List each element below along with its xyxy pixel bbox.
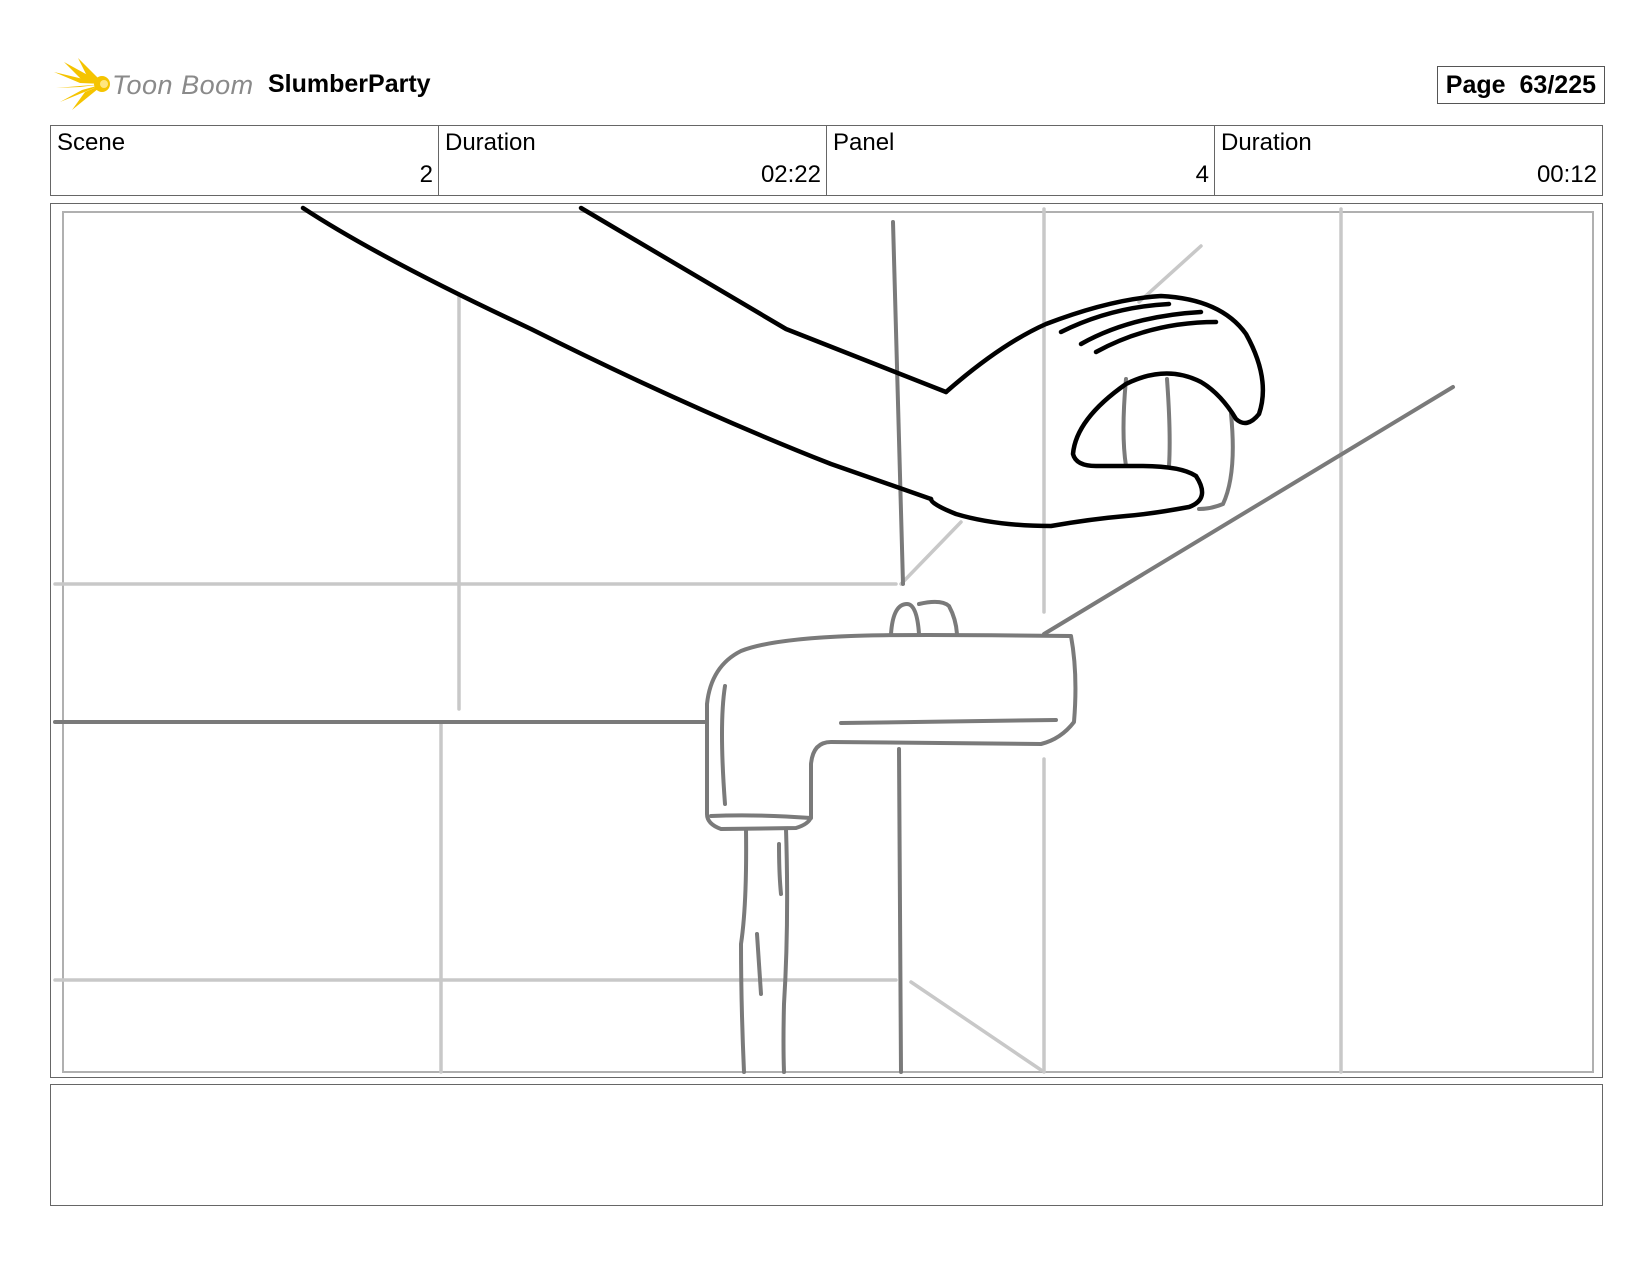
scene-value: 2	[419, 161, 433, 188]
panel-cell: Panel 4	[827, 126, 1215, 195]
panel-label: Panel	[833, 129, 895, 156]
soap-bar-drawing	[1121, 377, 1235, 511]
project-title: SlumberParty	[268, 70, 431, 98]
panel-duration-cell: Duration 00:12	[1215, 126, 1602, 195]
panel-value: 4	[1195, 161, 1209, 188]
scene-duration-label: Duration	[445, 129, 536, 156]
panel-sketch	[53, 205, 1594, 1074]
storyboard-panel	[50, 203, 1603, 1078]
wall-lines	[53, 220, 1455, 1074]
panel-notes-area	[50, 1084, 1603, 1206]
panel-duration-value: 00:12	[1536, 161, 1597, 188]
scene-label: Scene	[57, 129, 126, 156]
logo-text: Toon Boom	[112, 70, 254, 100]
tile-grid	[53, 207, 1343, 1074]
page-number: 63/225	[1519, 71, 1596, 99]
toon-boom-logo: Toon Boom	[54, 58, 253, 110]
scene-cell: Scene 2	[51, 126, 439, 195]
hand-drawing	[300, 205, 1266, 529]
faucet-drawing	[705, 599, 1078, 1074]
storyboard-header: Toon Boom SlumberParty Page 63/225	[50, 55, 1605, 115]
panel-duration-label: Duration	[1221, 129, 1312, 156]
sunburst-logo-icon	[54, 58, 110, 110]
page-label: Page	[1445, 71, 1506, 99]
scene-duration-value: 02:22	[760, 161, 821, 188]
scene-info-table: Scene 2 Duration 02:22 Panel 4 Duration …	[50, 125, 1603, 196]
scene-duration-cell: Duration 02:22	[439, 126, 827, 195]
page-indicator: Page 63/225	[1436, 66, 1605, 104]
safe-area-frame	[62, 211, 1594, 1073]
